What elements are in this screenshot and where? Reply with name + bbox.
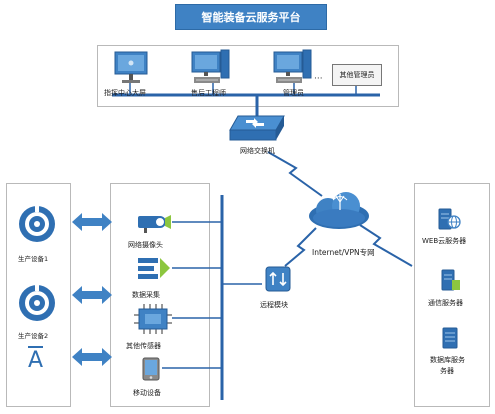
server-label-database-2: 务器 xyxy=(440,367,454,375)
production-device-icon xyxy=(17,204,57,244)
production-device-icon xyxy=(17,283,57,323)
mobile-device-icon xyxy=(141,357,161,381)
workstation-icon xyxy=(190,48,230,86)
module-label-mobile: 移动设备 xyxy=(133,389,161,397)
module-label-other-sensors: 其他传感器 xyxy=(126,342,161,350)
module-label-data-collection: 数据采集 xyxy=(132,291,160,299)
workstation-icon xyxy=(272,48,312,86)
terminal-label-other-admins: 其他管理员 xyxy=(339,71,375,79)
terminal-label-command-center: 指挥中心大屏 xyxy=(104,89,146,97)
cloud-label: Internet/VPN专网 xyxy=(312,248,375,257)
ellipsis: ··· xyxy=(314,74,323,84)
server-label-communication: 通信服务器 xyxy=(428,299,463,307)
device-symbol: A xyxy=(28,348,44,373)
camera-icon xyxy=(136,210,172,234)
database-server-icon xyxy=(440,326,462,350)
remote-module-icon xyxy=(264,265,292,293)
production-device-label: 生产设备2 xyxy=(18,332,49,340)
network-switch-icon xyxy=(228,114,286,144)
network-switch-label: 网络交换机 xyxy=(240,147,275,155)
server-label-database-1: 数据库服务 xyxy=(430,356,465,364)
monitor-icon xyxy=(113,50,149,86)
terminal-label-admin: 管理员 xyxy=(283,89,304,97)
communication-server-icon xyxy=(439,268,461,292)
data-collector-icon xyxy=(136,256,172,282)
module-label-camera: 网络摄像头 xyxy=(128,241,163,249)
sensor-chip-icon xyxy=(134,304,172,334)
remote-module-label: 远程模块 xyxy=(260,301,288,309)
terminal-label-engineer: 售后工程师 xyxy=(191,89,226,97)
cloud-icon xyxy=(306,188,372,232)
server-label-web: WEB云服务器 xyxy=(422,237,467,245)
web-server-icon xyxy=(437,207,461,231)
production-device-label: 生产设备1 xyxy=(18,255,49,263)
platform-title: 智能装备云服务平台 xyxy=(175,4,327,30)
other-admins-box: 其他管理员 xyxy=(332,64,382,86)
device-symbol-bar xyxy=(28,346,43,348)
